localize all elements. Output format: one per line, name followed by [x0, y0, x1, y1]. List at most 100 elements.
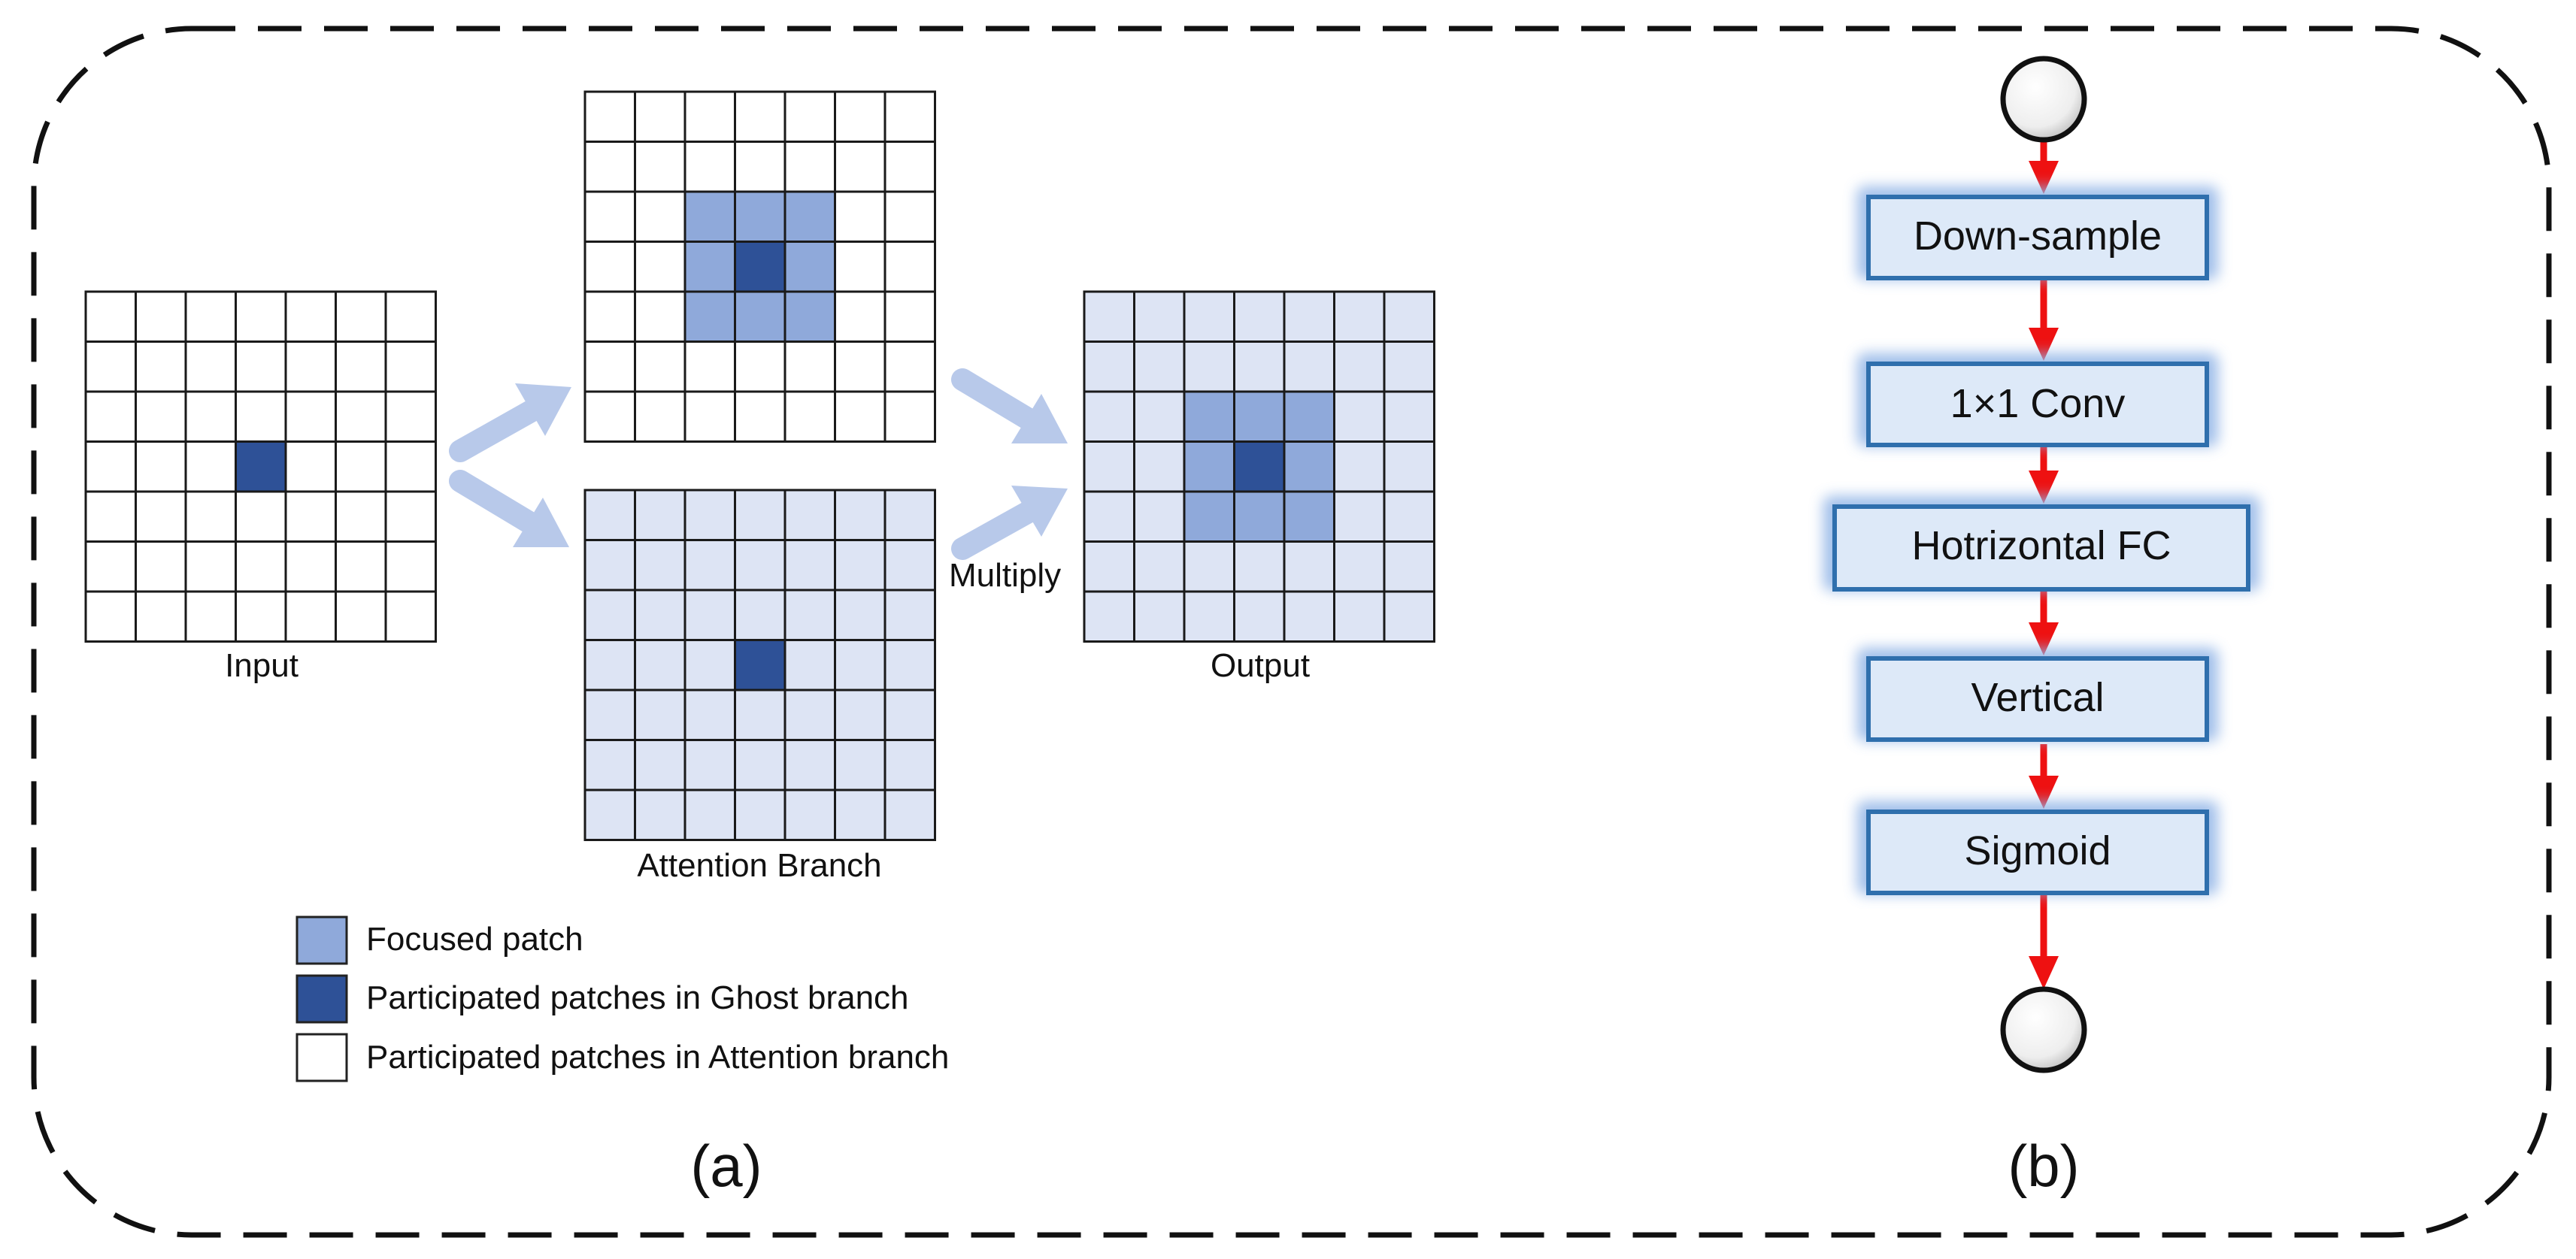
- legend-swatch-focused: [295, 915, 348, 965]
- grid-cell: [1183, 590, 1235, 643]
- grid-cell-focused: [783, 290, 836, 343]
- grid-cell: [783, 539, 836, 592]
- grid-cell: [734, 489, 786, 541]
- grid-cell-focused: [1233, 390, 1286, 443]
- grid-cell: [834, 539, 886, 592]
- grid-cell: [634, 290, 686, 343]
- grid-attention-branch: [583, 489, 936, 841]
- grid-cell-focused: [783, 241, 836, 293]
- grid-cell: [583, 340, 636, 393]
- grid-cell-focused: [683, 190, 736, 243]
- grid-cell: [634, 539, 686, 592]
- grid-cell: [783, 739, 836, 791]
- grid-cell-focused: [1233, 490, 1286, 543]
- grid-cell: [683, 739, 736, 791]
- grid-cell: [1083, 490, 1135, 543]
- grid-cell: [284, 490, 337, 543]
- grid-cell: [634, 241, 686, 293]
- step-label: Down-sample: [1914, 213, 2162, 259]
- step-horizontal-fc: Hotrizontal FC: [1823, 496, 2259, 592]
- grid-cell: [1133, 340, 1186, 393]
- arrow-input-to-attention-icon: [449, 470, 569, 547]
- grid-cell: [135, 340, 187, 393]
- grid-cell: [1133, 290, 1186, 343]
- grid-cell: [1083, 590, 1135, 643]
- step-label: Vertical: [1971, 675, 2104, 720]
- step-label: Sigmoid: [1964, 828, 2111, 873]
- panel-b: Down-sample 1×1 Conv Hotrizontal FC Vert…: [1823, 56, 2259, 1199]
- grid-cell: [1333, 340, 1386, 393]
- grid-output: [1083, 290, 1435, 643]
- grid-cell: [734, 539, 786, 592]
- grid-cell: [335, 540, 387, 593]
- flow-arrow-icon: [2029, 744, 2059, 809]
- caption-b: (b): [2008, 1133, 2079, 1199]
- grid-cell-focused: [734, 190, 786, 243]
- grid-top-branch: [583, 90, 936, 443]
- grid-cell: [335, 440, 387, 493]
- grid-cell: [1383, 590, 1435, 643]
- grid-cell: [883, 241, 936, 293]
- grid-cell: [1283, 540, 1335, 593]
- grid-cell: [783, 489, 836, 541]
- start-node: [2000, 56, 2087, 143]
- grid-cell: [1283, 340, 1335, 393]
- legend-label-focused: Focused patch: [366, 921, 583, 958]
- grid-cell: [135, 540, 187, 593]
- flow-arrows: [2029, 140, 2059, 989]
- grid-cell: [734, 141, 786, 193]
- legend-swatch-attention: [295, 1033, 348, 1082]
- grid-cell: [834, 90, 886, 143]
- grid-cell: [583, 739, 636, 791]
- legend: Focused patch Participated patches in Gh…: [295, 915, 949, 1082]
- grid-cell: [1233, 590, 1286, 643]
- grid-cell: [1333, 490, 1386, 543]
- grid-cell: [883, 340, 936, 393]
- grid-cell: [634, 489, 686, 541]
- grid-cell: [384, 590, 437, 643]
- grid-cell-focused: [1283, 490, 1335, 543]
- grid-cell: [583, 788, 636, 841]
- grid-cell: [184, 540, 237, 593]
- grid-cell: [834, 290, 886, 343]
- grid-cell: [683, 589, 736, 641]
- grid-cell: [84, 590, 137, 643]
- grid-cell: [84, 490, 137, 543]
- grid-cell: [184, 340, 237, 393]
- grid-cell: [883, 190, 936, 243]
- grid-cell: [883, 788, 936, 841]
- grid-cell: [783, 340, 836, 393]
- grid-cell-focused: [1283, 440, 1335, 493]
- attention-branch-label: Attention Branch: [637, 847, 881, 884]
- grid-cell: [583, 190, 636, 243]
- grid-cell: [734, 689, 786, 741]
- grid-cell: [1383, 290, 1435, 343]
- grid-cell: [1083, 440, 1135, 493]
- grid-cell: [834, 190, 886, 243]
- flow-arrow-icon: [2029, 446, 2059, 504]
- grid-cell: [1183, 540, 1235, 593]
- grid-cell: [335, 390, 387, 443]
- grid-cell: [1383, 390, 1435, 443]
- grid-cell: [734, 390, 786, 443]
- grid-cell-focused: [1183, 490, 1235, 543]
- grid-cell: [284, 340, 337, 393]
- legend-label-attention: Participated patches in Attention branch: [366, 1039, 949, 1076]
- grid-cell: [583, 639, 636, 692]
- grid-cell: [634, 589, 686, 641]
- grid-cell: [1233, 340, 1286, 393]
- grid-cell: [135, 440, 187, 493]
- grid-cell: [235, 490, 287, 543]
- grid-cell: [834, 489, 886, 541]
- grid-cell: [384, 490, 437, 543]
- grid-cell: [783, 141, 836, 193]
- caption-a: (a): [690, 1133, 762, 1199]
- grid-cell: [84, 440, 137, 493]
- grid-cell: [1183, 290, 1235, 343]
- grid-cell: [135, 390, 187, 443]
- grid-cell: [634, 90, 686, 143]
- grid-cell-focused: [683, 241, 736, 293]
- branch-arrows: [449, 368, 1068, 560]
- grid-cell: [1333, 590, 1386, 643]
